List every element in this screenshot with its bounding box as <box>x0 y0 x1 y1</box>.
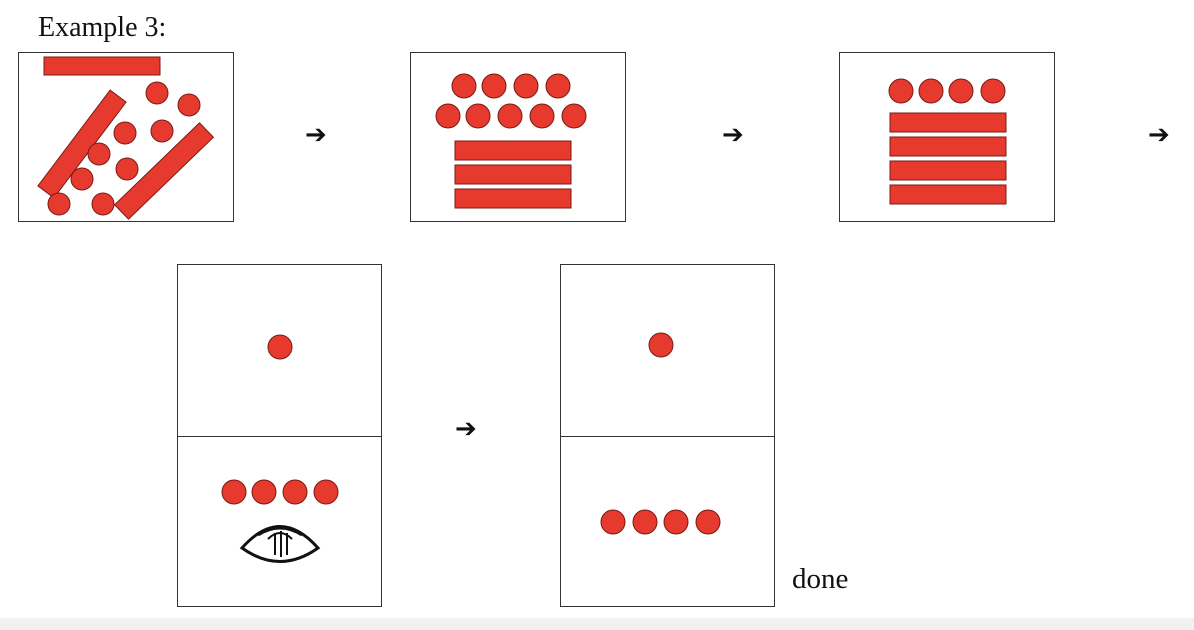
ball <box>561 103 587 129</box>
ball <box>115 157 139 181</box>
ball <box>113 121 137 145</box>
example-title: Example 3: <box>38 12 167 43</box>
ball <box>948 78 974 104</box>
panel-4-drawing <box>221 334 339 563</box>
ball <box>600 509 626 535</box>
ball <box>282 479 308 505</box>
ball <box>47 192 71 216</box>
ball <box>313 479 339 505</box>
ball <box>451 73 477 99</box>
ball <box>70 167 94 191</box>
arrow-right-icon: ➔ <box>722 120 744 150</box>
panel-3-result <box>839 52 1055 222</box>
panel-2-sorted <box>410 52 626 222</box>
ball <box>145 81 169 105</box>
ball <box>91 192 115 216</box>
ball <box>465 103 491 129</box>
ball <box>648 332 674 358</box>
done-label: done <box>792 563 849 595</box>
ball <box>632 509 658 535</box>
ball <box>267 334 293 360</box>
panel-5-result <box>560 264 775 607</box>
rod <box>889 160 1007 181</box>
panel-1-scattered <box>18 52 234 222</box>
rod-diagonal-right <box>113 122 215 220</box>
panel-5-drawing <box>600 332 721 535</box>
ball <box>150 119 174 143</box>
ball <box>918 78 944 104</box>
page-bottom-bar <box>0 618 1194 630</box>
panel-1-drawing <box>37 56 215 220</box>
ball <box>513 73 539 99</box>
ball <box>497 103 523 129</box>
ball <box>980 78 1006 104</box>
arrow-right-icon: ➔ <box>305 120 327 150</box>
rod-top <box>43 56 161 76</box>
rod <box>454 164 572 185</box>
ball <box>695 509 721 535</box>
ball <box>87 142 111 166</box>
ball <box>529 103 555 129</box>
arrow-right-icon: ➔ <box>1148 120 1170 150</box>
panel-4-with-eye <box>177 264 382 607</box>
ball <box>177 93 201 117</box>
rod <box>454 140 572 161</box>
eye-icon <box>239 525 321 563</box>
arrow-right-icon: ➔ <box>455 414 477 444</box>
panel-divider <box>561 436 774 437</box>
rod <box>889 112 1007 133</box>
ball <box>435 103 461 129</box>
ball <box>221 479 247 505</box>
ball <box>663 509 689 535</box>
rod <box>454 188 572 209</box>
panel-3-drawing <box>888 78 1007 205</box>
panel-2-drawing <box>435 73 587 209</box>
panel-divider <box>178 436 381 437</box>
ball <box>545 73 571 99</box>
ball <box>888 78 914 104</box>
rod <box>889 184 1007 205</box>
rod <box>889 136 1007 157</box>
ball <box>481 73 507 99</box>
ball <box>251 479 277 505</box>
